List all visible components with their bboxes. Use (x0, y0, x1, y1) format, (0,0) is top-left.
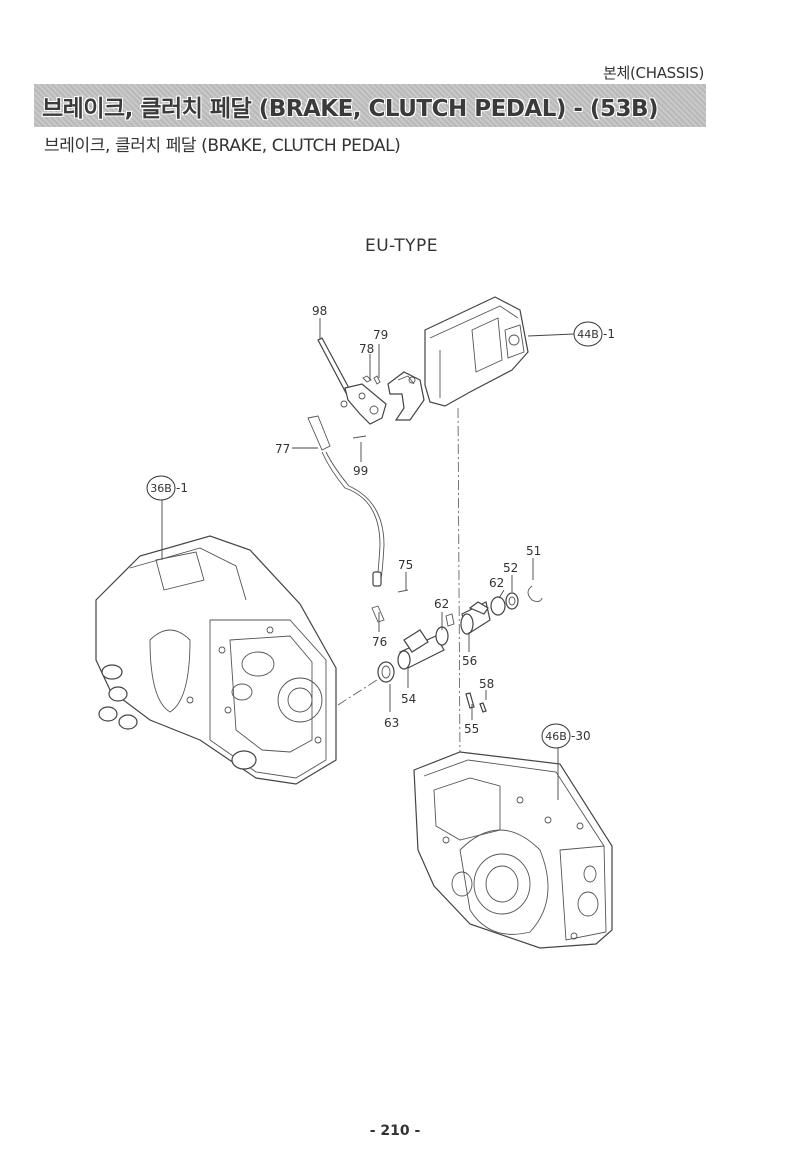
page-subtitle: 브레이크, 클러치 페달 (BRAKE, CLUTCH PEDAL) (44, 136, 401, 156)
callout-79: 79 (373, 328, 388, 342)
callout-98: 98 (312, 304, 327, 318)
callout-56: 56 (462, 654, 477, 668)
title-banner: 브레이크, 클러치 페달 (BRAKE, CLUTCH PEDAL) - (53… (34, 84, 706, 127)
reference-46b: 46B -30 (541, 723, 591, 749)
reference-44b: 44B -1 (573, 321, 615, 347)
section-label: 본체(CHASSIS) (602, 64, 704, 82)
callout-78: 78 (359, 342, 374, 356)
callout-54: 54 (401, 692, 416, 706)
reference-36b-code: 36B (150, 482, 172, 495)
bracket-assembly-44b (387, 296, 529, 421)
callout-63: 63 (384, 716, 399, 730)
transmission-case-36b (95, 535, 337, 785)
reference-36b-suffix: -1 (176, 481, 188, 495)
callout-58: 58 (479, 677, 494, 691)
callout-numbers: 98 79 78 77 99 75 76 62 62 52 51 56 54 6… (275, 304, 541, 736)
page-title: 브레이크, 클러치 페달 (BRAKE, CLUTCH PEDAL) - (53… (42, 96, 659, 122)
rear-housing-46b (413, 751, 613, 949)
assembly-guide-lines (337, 407, 461, 761)
callout-76: 76 (372, 635, 387, 649)
callout-77: 77 (275, 442, 290, 456)
clutch-shaft-group (377, 585, 543, 683)
reference-36b: 36B -1 (146, 475, 188, 501)
callout-62-left: 62 (434, 597, 449, 611)
reference-44b-suffix: -1 (603, 327, 615, 341)
callout-51: 51 (526, 544, 541, 558)
reference-46b-suffix: -30 (571, 729, 591, 743)
diagram-type-label: EU-TYPE (365, 236, 439, 256)
callout-75: 75 (398, 558, 413, 572)
small-pins-group (371, 589, 487, 713)
callout-99: 99 (353, 464, 368, 478)
leader-lines (161, 318, 575, 800)
callout-52: 52 (503, 561, 518, 575)
callout-55: 55 (464, 722, 479, 736)
reference-46b-code: 46B (545, 730, 567, 743)
pedal-arm-assembly (307, 337, 387, 587)
page-number: - 210 - (369, 1123, 421, 1139)
callout-62-right: 62 (489, 576, 504, 590)
reference-44b-code: 44B (577, 328, 599, 341)
